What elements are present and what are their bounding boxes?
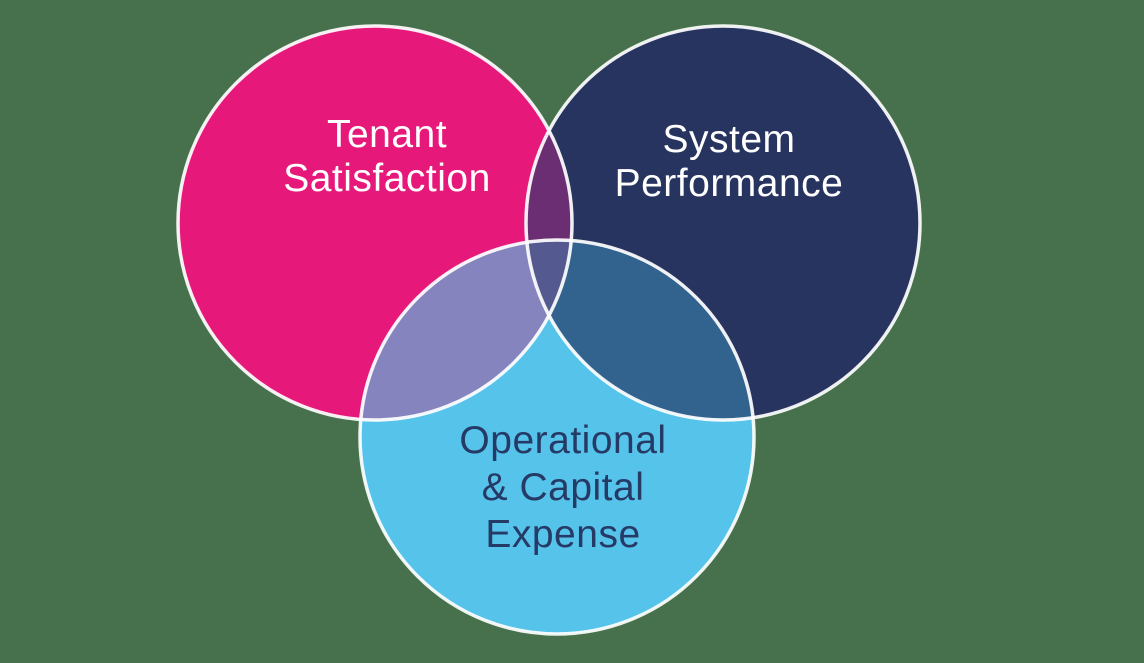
- operational-capital-expense-label-line-2: & Capital: [482, 466, 645, 509]
- system-performance-label-line-2: Performance: [615, 162, 844, 205]
- tenant-satisfaction-label-line-2: Satisfaction: [283, 157, 491, 200]
- tenant-satisfaction-label-line-1: Tenant: [327, 113, 447, 156]
- operational-capital-expense-label-line-1: Operational: [459, 419, 666, 462]
- operational-capital-expense-label-line-3: Expense: [485, 513, 640, 556]
- system-performance-label-line-1: System: [662, 118, 795, 161]
